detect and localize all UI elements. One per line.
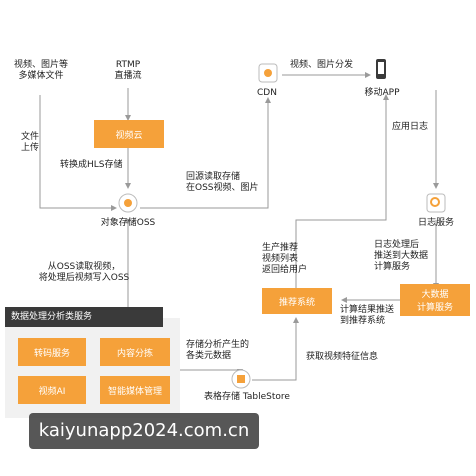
label-back-source: 回源读取存储 在OSS视频、图片 <box>186 172 259 193</box>
line-get-features <box>252 317 299 381</box>
node-rtmp: RTMP 直播流 <box>114 60 142 81</box>
node-log-service: 日志服务 <box>417 218 454 228</box>
node-mobile-app: 移动APP <box>364 88 400 98</box>
node-oss: 对象存储OSS <box>100 218 156 228</box>
node-recommend: 推荐系统 <box>262 288 332 314</box>
node-tablestore: 表格存储 TableStore <box>204 392 290 402</box>
label-store-meta: 存储分析产生的 各类元数据 <box>186 340 250 361</box>
phone-icon <box>376 59 386 79</box>
label-read-oss: 从OSS读取视频， 将处理后视频写入OSS <box>38 262 130 283</box>
label-log-process: 日志处理后 推送到大数据 计算服务 <box>374 240 429 272</box>
label-app-log: 应用日志 <box>392 122 429 132</box>
label-distribute: 视频、图片分发 <box>290 60 354 70</box>
cdn-icon <box>258 63 278 83</box>
node-cdn: CDN <box>257 88 277 98</box>
label-produce-recommend: 生产推荐 视频列表 返回给用户 <box>262 243 308 275</box>
service-transcode: 转码服务 <box>18 338 86 366</box>
search-icon <box>426 193 446 213</box>
label-upload: 文件 上传 <box>20 132 39 153</box>
gear-icon <box>118 193 138 213</box>
label-get-features: 获取视频特征信息 <box>306 352 379 362</box>
service-content-sort: 内容分拣 <box>100 338 170 366</box>
panel-title: 数据处理分析类服务 <box>5 307 163 327</box>
service-video-ai: 视频AI <box>18 376 86 404</box>
line-upload <box>39 95 117 211</box>
node-media-files: 视频、图片等 多媒体文件 <box>13 60 68 81</box>
line-back-source <box>140 97 271 209</box>
service-media-management: 智能媒体管理 <box>100 376 170 404</box>
node-bigdata: 大数据 计算服务 <box>400 284 470 316</box>
watermark-url: kaiyunapp2024.com.cn <box>29 413 259 449</box>
label-calc-push: 计算结果推送 到推荐系统 <box>340 305 395 326</box>
node-video-cloud: 视频云 <box>94 120 164 148</box>
tablestore-icon <box>231 369 251 389</box>
line-recommend-app <box>295 94 389 288</box>
label-hls: 转换成HLS存储 <box>60 160 123 170</box>
